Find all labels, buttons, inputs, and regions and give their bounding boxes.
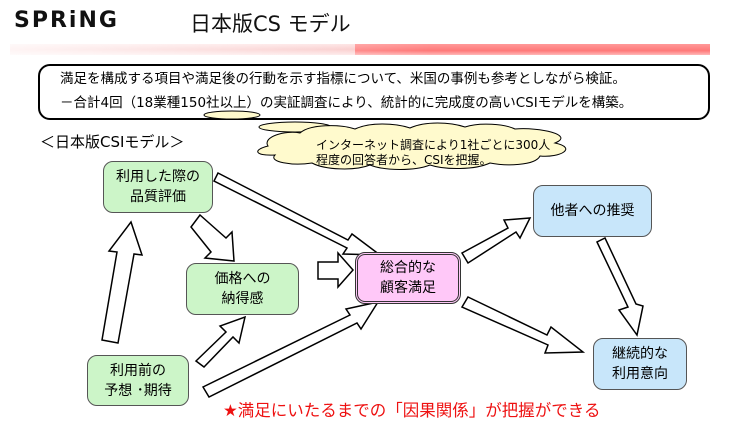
- bubble-small-1: [203, 110, 261, 120]
- arrow-expectation-to-price: [194, 315, 247, 368]
- cloud-note: インターネット調査により1社ごとに300人 程度の回答者から、CSIを把握。: [316, 138, 550, 168]
- node-expectation-line-1: 利用前の: [109, 362, 166, 379]
- conclusion-text: ★満足にいたるまでの「因果関係」が把握ができる: [223, 401, 601, 420]
- cloud-note-line-1: インターネット調査により1社ごとに300人: [316, 138, 551, 152]
- node-quality-line-1: 利用した際の: [116, 169, 200, 185]
- node-customer-satisfaction: 総合的な 顧客満足: [355, 252, 461, 304]
- node-quality-line-2: 品質評価: [130, 189, 186, 205]
- intro-line-1: 満足を構成する項目や満足後の行動を示す指標について、米国の事例も参考としながら検…: [60, 71, 626, 87]
- node-price-line-1: 価格への: [214, 271, 271, 287]
- node-recommendation: 他者への推奨: [533, 185, 652, 237]
- model-label: ＜日本版CSIモデル＞: [40, 133, 185, 151]
- arrow-satisfaction-to-loyalty: [460, 296, 586, 354]
- arrow-expectation-to-quality: [101, 220, 144, 344]
- cloud-shape: [257, 122, 567, 170]
- node-expectation-line-2: 予想 ･期待: [104, 382, 172, 399]
- arrow-expectation-to-satisfaction: [201, 300, 380, 398]
- intro-box: 満足を構成する項目や満足後の行動を示す指標について、米国の事例も参考としながら検…: [38, 64, 710, 120]
- spring-logo: SPRiNG: [14, 8, 119, 33]
- node-loyalty-line-2: 利用意向: [612, 366, 668, 382]
- node-loyalty-line-1: 継続的な: [612, 346, 668, 362]
- arrow-price-to-satisfaction: [317, 251, 355, 289]
- arrow-quality-to-satisfaction: [212, 171, 383, 256]
- node-recommendation-line-1: 他者への推奨: [550, 203, 635, 219]
- node-price-acceptance: 価格への 納得感: [186, 263, 299, 315]
- cloud-note-line-2: 程度の回答者から、CSIを把握。: [316, 153, 492, 167]
- intro-line-2: －合計4回（18業種150社以上）の実証調査により、統計的に完成度の高いCSIモ…: [60, 95, 633, 111]
- arrow-satisfaction-to-recommendation: [460, 217, 532, 265]
- arrow-recommendation-to-loyalty: [596, 236, 644, 337]
- node-price-line-2: 納得感: [221, 291, 264, 307]
- node-loyalty: 継続的な 利用意向: [593, 338, 687, 390]
- node-expectation: 利用前の 予想 ･期待: [87, 355, 189, 406]
- page-title: 日本版CS モデル: [190, 12, 351, 36]
- node-satisfaction-line-2: 顧客満足: [380, 280, 436, 296]
- node-satisfaction-line-1: 総合的な: [380, 260, 436, 276]
- arrow-quality-to-price: [190, 213, 235, 262]
- node-quality-evaluation: 利用した際の 品質評価: [103, 161, 213, 213]
